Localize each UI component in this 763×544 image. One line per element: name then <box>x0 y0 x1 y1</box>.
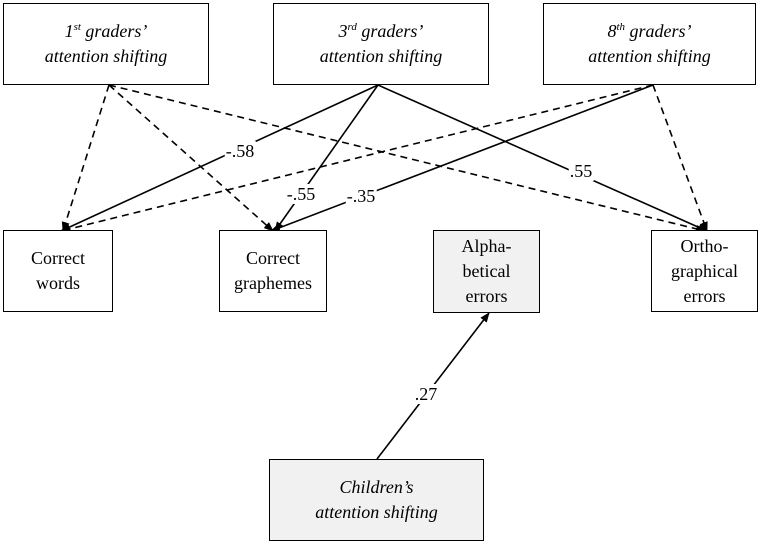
coef-3rd-to-correct-graphemes: -.55 <box>285 184 317 204</box>
edge-g1-cg <box>108 84 274 232</box>
edge-g8-oe <box>652 84 708 232</box>
coef-3rd-to-correct-words: -.58 <box>224 141 256 161</box>
coef-children-to-alphabetical-errors: .27 <box>413 384 439 404</box>
edge-g8-cg <box>270 84 654 232</box>
edge-g8-cw <box>60 84 654 233</box>
edge-g3-oe <box>377 84 708 232</box>
coef-3rd-to-orthographical-errors: .55 <box>568 161 594 181</box>
edge-g1-oe <box>108 84 706 233</box>
node-childrens-attention-shifting: Children’s attention shifting <box>269 459 484 541</box>
edge-g3-cg <box>274 84 379 232</box>
edge-g1-cw <box>61 84 110 232</box>
node-3rd-graders-attention-shifting: 3rd graders’ attention shifting <box>273 3 489 85</box>
edge-g3-cw <box>60 84 379 232</box>
node-correct-words: Correct words <box>3 230 113 312</box>
node-alphabetical-errors: Alpha- betical errors <box>433 230 540 313</box>
node-orthographical-errors: Ortho- graphical errors <box>651 230 758 312</box>
node-correct-graphemes: Correct graphemes <box>219 230 327 312</box>
coef-8th-to-correct-graphemes: -.35 <box>345 186 377 206</box>
node-8th-graders-attention-shifting: 8th graders’ attention shifting <box>543 3 756 85</box>
node-1st-graders-attention-shifting: 1st graders’ attention shifting <box>3 3 209 85</box>
